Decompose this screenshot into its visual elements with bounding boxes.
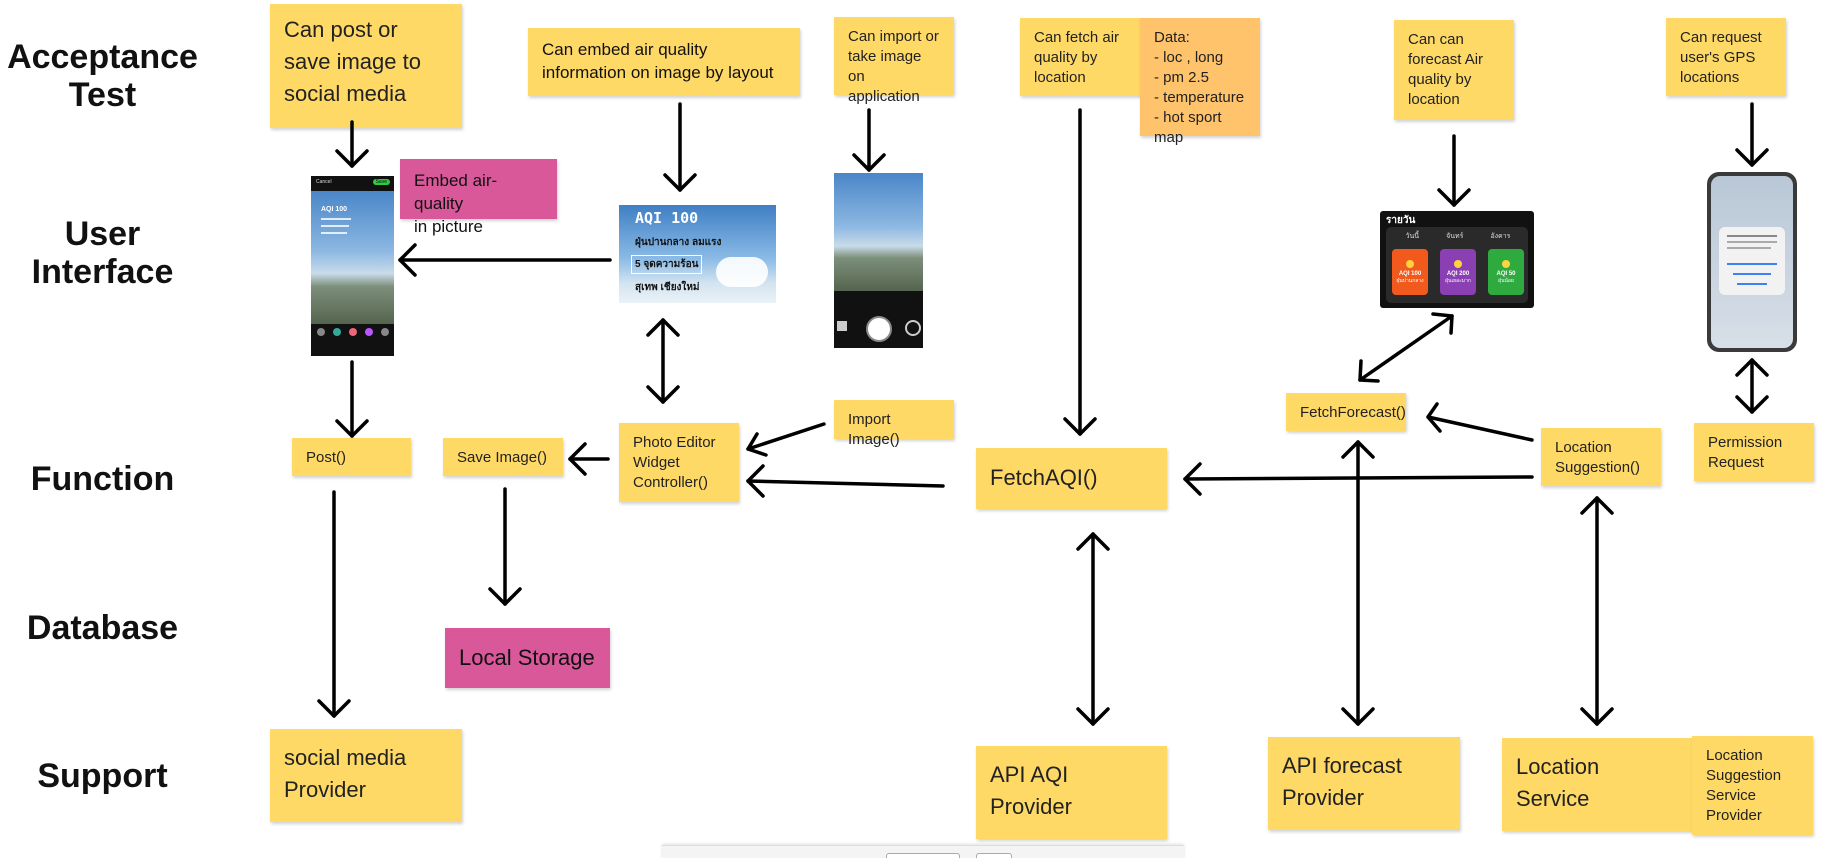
support-social-provider[interactable]: social media Provider [270, 729, 462, 822]
arrow-head [1580, 496, 1614, 515]
forecast-day: วันนี้ [1405, 233, 1420, 240]
arrow-head [568, 442, 587, 476]
face-icon [1454, 259, 1462, 268]
permission-dialog [1719, 227, 1785, 295]
fn-location-suggestion[interactable]: Location Suggestion() [1541, 428, 1661, 486]
arrow-head [317, 699, 351, 718]
gallery-icon[interactable] [837, 321, 847, 331]
fn-fetch-aqi[interactable]: FetchAQI() [976, 448, 1167, 509]
note-forecast-aq[interactable]: Can can forecast Air quality by location [1394, 20, 1514, 120]
arrow-head [1341, 440, 1375, 459]
note-post-save-social[interactable]: Can post or save image to social media [270, 4, 462, 128]
face-icon [1406, 259, 1414, 268]
flip-camera-icon[interactable] [905, 320, 921, 336]
arrow-head [1183, 462, 1202, 496]
lane-function: Function [30, 460, 175, 498]
lane-support: Support [37, 757, 168, 795]
phone-cancel-label: Cancel [316, 179, 332, 185]
forecast-card-sub: ฝุ่นเยอะมาก [1445, 277, 1471, 284]
phone-aqi-text: AQI 100 [321, 206, 348, 213]
fn-fetch-forecast[interactable]: FetchForecast() [1286, 393, 1406, 431]
arrow [746, 479, 945, 488]
arrow-head [746, 432, 768, 457]
toolbar-button[interactable] [886, 853, 960, 858]
arrow-head [1358, 359, 1380, 383]
db-local-storage[interactable]: Local Storage [445, 628, 610, 688]
forecast-card-sub: ฝุ่นน้อย [1498, 277, 1514, 284]
arrow [746, 422, 826, 451]
editor-line-3: สุเทพ เชียงใหม่ [635, 282, 700, 293]
forecast-card-label: AQI 100 [1398, 270, 1422, 277]
arrow-head [746, 464, 765, 498]
fn-import-image[interactable]: Import Image() [834, 400, 954, 448]
support-api-aqi-provider[interactable]: API AQI Provider [976, 746, 1167, 839]
arrow-head [335, 149, 369, 168]
forecast-day: อังคาร [1490, 233, 1511, 240]
shutter-button[interactable] [866, 316, 892, 342]
bottom-toolbar [662, 845, 1184, 858]
toolbar-button[interactable] [976, 853, 1012, 858]
post-screen-thumbnail: Cancel Save AQI 100 [311, 176, 394, 356]
arrow [1183, 475, 1534, 481]
arrow-head [1735, 358, 1769, 377]
note-import-take-image[interactable]: Can import or take image on application [834, 17, 954, 105]
arrow-head [1735, 395, 1769, 414]
phone-share-icons [317, 328, 389, 336]
editor-thumbnail: AQI 100 ฝุ่นปานกลาง ลมแรง 5 จุดความร้อน … [619, 205, 776, 303]
phone-save-label: Save [372, 179, 390, 185]
forecast-title: รายวัน [1386, 215, 1416, 226]
note-data-fields[interactable]: Data: - loc , long - pm 2.5 - temperatur… [1140, 18, 1260, 146]
support-api-forecast-provider[interactable]: API forecast Provider [1268, 737, 1460, 830]
arrow-head [335, 419, 369, 438]
note-embed-picture[interactable]: Embed air-quality in picture [400, 159, 557, 236]
arrow-head [1431, 312, 1454, 335]
editor-line-1: ฝุ่นปานกลาง ลมแรง [635, 237, 722, 248]
fn-save-image[interactable]: Save Image() [443, 438, 563, 476]
camera-thumbnail [834, 173, 923, 348]
arrow-head [1063, 417, 1097, 436]
lane-acceptance-test: Acceptance Test [7, 38, 198, 114]
arrow-head [1341, 707, 1375, 726]
face-icon [1502, 259, 1510, 268]
editor-line-2[interactable]: 5 จุดความร้อน [631, 255, 703, 274]
arrow-head [1437, 188, 1471, 207]
arrow [1426, 415, 1534, 442]
fn-photo-editor[interactable]: Photo Editor Widget Controller() [619, 423, 739, 502]
arrow-head [1580, 707, 1614, 726]
lane-database: Database [26, 609, 179, 647]
arrow-head [646, 318, 680, 337]
forecast-card-sub: ฝุ่นปานกลาง [1396, 277, 1424, 284]
arrow-head [646, 385, 680, 404]
arrow-head [852, 153, 886, 172]
forecast-days: วันนี้ จันทร์ อังคาร [1392, 231, 1524, 242]
note-fetch-aq-location[interactable]: Can fetch air quality by location [1020, 18, 1142, 96]
support-location-suggestion-provider[interactable]: Location Suggestion Service Provider [1692, 736, 1813, 835]
note-embed-aq-layout[interactable]: Can embed air quality information on ima… [528, 28, 800, 96]
arrow-head [488, 587, 522, 606]
arrow-head [1076, 532, 1110, 551]
arrow-head [1076, 707, 1110, 726]
permission-phone-thumbnail [1707, 172, 1797, 352]
arrow-head [1735, 148, 1769, 167]
fn-post[interactable]: Post() [292, 438, 411, 476]
forecast-card-label: AQI 50 [1496, 270, 1516, 277]
note-request-gps[interactable]: Can request user's GPS locations [1666, 18, 1786, 96]
forecast-day: จันทร์ [1446, 233, 1464, 240]
arrow-head [398, 243, 417, 277]
forecast-card-label: AQI 200 [1446, 270, 1470, 277]
arrow-head [663, 173, 697, 192]
fn-permission-request[interactable]: Permission Request [1694, 423, 1814, 481]
arrow-head [1426, 402, 1442, 433]
lane-user-interface: User Interface [31, 215, 174, 291]
arrow [1358, 314, 1454, 382]
editor-aqi-text: AQI 100 [635, 209, 699, 227]
support-location-service[interactable]: Location Service [1502, 738, 1694, 831]
